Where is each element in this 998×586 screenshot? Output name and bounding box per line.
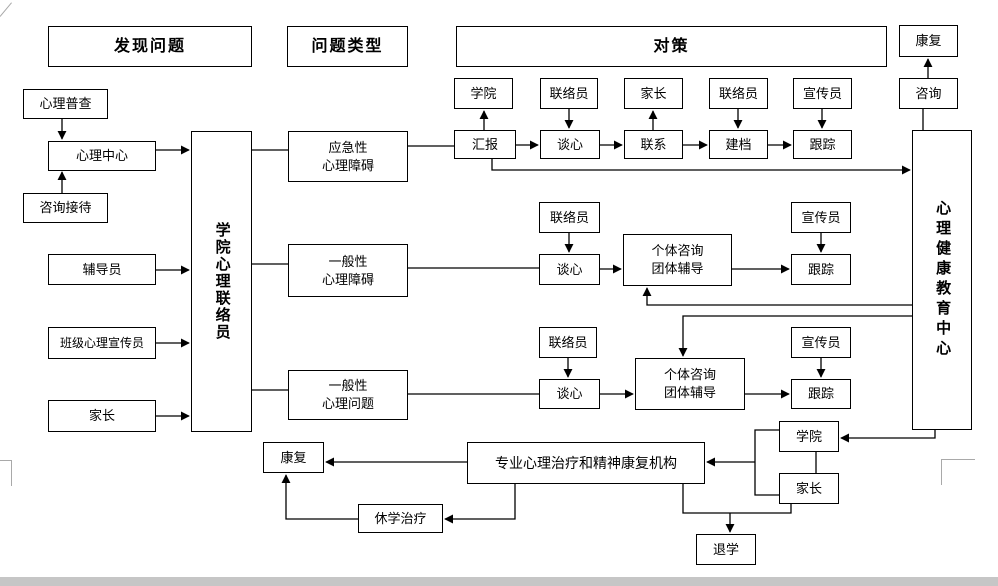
- arrow-health-center-to-college: [840, 430, 936, 443]
- arrow-health-center-to-counsel2: [642, 287, 912, 306]
- node-talk-r1: 谈心: [540, 130, 600, 159]
- node-class-propagandist: 班级心理宣传员: [48, 327, 156, 359]
- node-psych-survey: 心理普查: [23, 89, 108, 119]
- node-track-r2: 跟踪: [791, 254, 851, 285]
- header-countermeasures: 对策: [456, 26, 887, 67]
- arrow-report-to-health-center: [491, 159, 911, 175]
- node-college-liaison-column: 学院心理联络员: [191, 131, 252, 432]
- node-track-r1: 跟踪: [793, 130, 852, 159]
- node-recovery-top: 康复: [899, 25, 958, 57]
- crop-mark-right-v: [941, 459, 942, 485]
- node-liaison-r2: 联络员: [539, 202, 600, 233]
- node-liaison-r1a: 联络员: [540, 78, 598, 109]
- arrow-health-center-to-counsel3: [678, 315, 912, 357]
- crop-mark-right-h: [941, 459, 975, 460]
- node-contact: 联系: [624, 130, 683, 159]
- node-counselor: 辅导员: [48, 254, 156, 285]
- node-counsel-r2: 个体咨询 团体辅导: [623, 234, 732, 286]
- node-archive: 建档: [709, 130, 768, 159]
- node-college-bottom: 学院: [779, 421, 839, 452]
- node-emergency-disorder: 应急性 心理障碍: [288, 131, 408, 182]
- node-report: 汇报: [454, 130, 516, 159]
- node-parent-r1: 家长: [624, 78, 683, 109]
- node-liaison-r3: 联络员: [539, 327, 597, 358]
- node-track-r3: 跟踪: [791, 379, 851, 409]
- node-consult: 咨询: [899, 78, 958, 109]
- line-college-parent-bracket: [754, 429, 779, 496]
- node-suspend-treatment: 休学治疗: [358, 504, 443, 533]
- node-college-r1: 学院: [454, 78, 513, 109]
- header-discover-problems: 发现问题: [48, 26, 252, 67]
- arrow-professional-to-suspend: [444, 484, 516, 524]
- crop-mark-left-v: [11, 460, 12, 486]
- node-general-problem: 一般性 心理问题: [288, 370, 408, 420]
- arrow-suspend-to-recovery: [281, 474, 358, 520]
- node-health-education-center: 心理健康教育中心: [912, 130, 972, 430]
- node-propagandist-r1: 宣传员: [793, 78, 852, 109]
- crop-mark-left-h: [0, 460, 12, 461]
- horizontal-scrollbar[interactable]: [0, 577, 998, 586]
- node-psych-center: 心理中心: [48, 141, 156, 171]
- node-propagandist-r3: 宣传员: [791, 327, 851, 358]
- node-general-disorder: 一般性 心理障碍: [288, 244, 408, 297]
- node-recovery-bottom: 康复: [263, 442, 324, 473]
- node-professional-institution: 专业心理治疗和精神康复机构: [467, 442, 705, 484]
- node-parent-bottom: 家长: [779, 473, 839, 504]
- node-counsel-r3: 个体咨询 团体辅导: [635, 358, 745, 410]
- node-talk-r3: 谈心: [539, 379, 600, 409]
- node-liaison-r1b: 联络员: [709, 78, 768, 109]
- node-consult-reception: 咨询接待: [23, 193, 108, 223]
- node-dropout: 退学: [696, 534, 756, 565]
- node-propagandist-r2: 宣传员: [791, 202, 851, 233]
- line-professional-parent-junction: [682, 484, 792, 514]
- node-parent-source: 家长: [48, 400, 156, 432]
- header-problem-types: 问题类型: [287, 26, 408, 67]
- node-talk-r2: 谈心: [539, 254, 600, 285]
